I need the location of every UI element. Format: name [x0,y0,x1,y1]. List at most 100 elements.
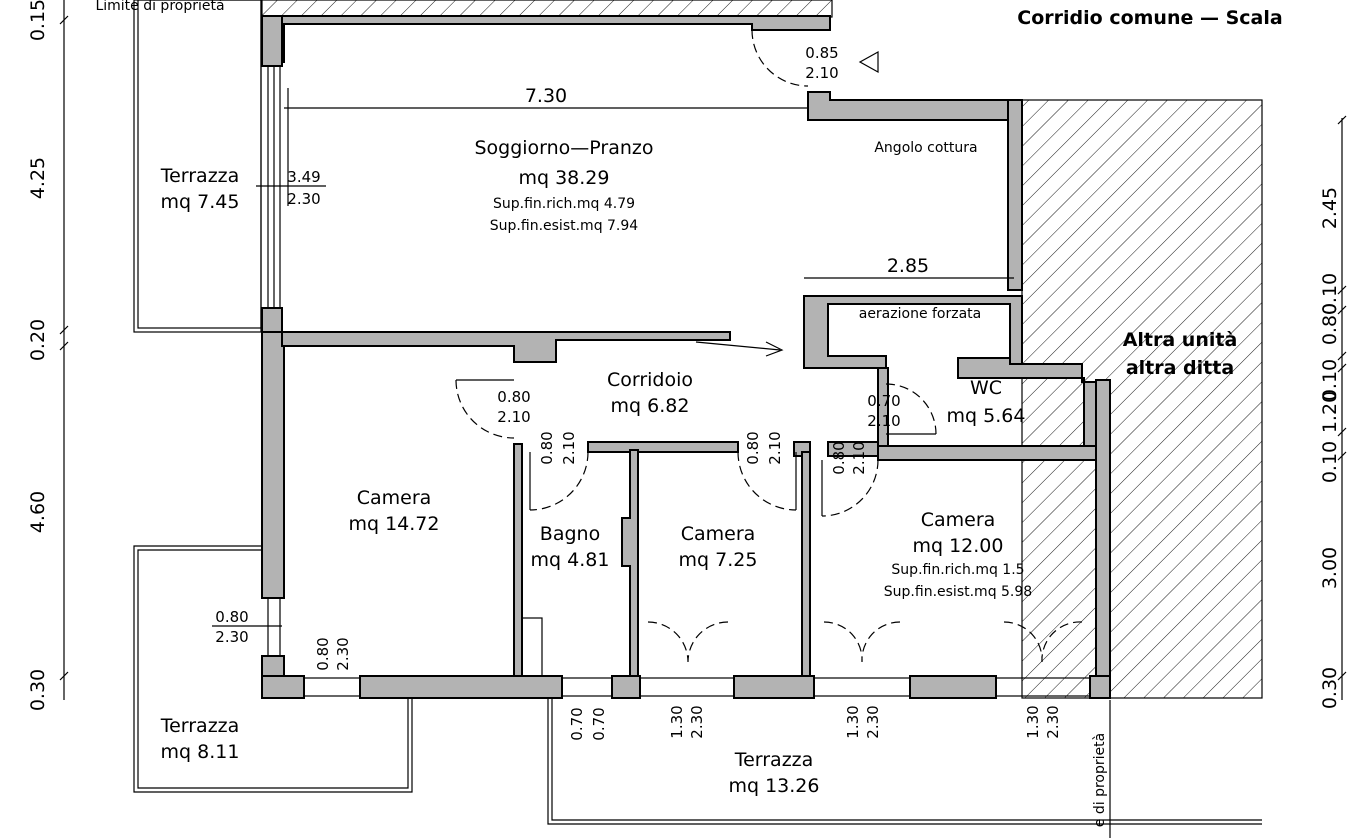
dim-camera-right-window2-h: 2.30 [1044,705,1062,738]
left-ruler-label-0: 0.15 [27,0,49,41]
wall-mid-horizontal [281,331,731,363]
soggiorno-sup-esist: Sup.fin.esist.mq 7.94 [490,218,639,234]
terrace-bl-inner [137,549,409,789]
camera-left-name: Camera [357,487,432,509]
wall-wc-bottom [877,445,1097,461]
dim-living-length: 7.30 [525,85,567,107]
bagno-area: mq 4.81 [531,549,610,571]
dim-bagno-window-w: 0.70 [568,707,586,740]
aerazione-forzata: aerazione forzata [859,306,982,322]
dim-camera-mid-door-h: 2.10 [766,431,784,464]
wall-kitchen-right [1007,99,1023,291]
right-ruler-label-3: 0.10 [1319,359,1341,401]
right-ruler-tick-2 [1337,305,1347,315]
door-swing-camera-right [821,459,879,517]
window-camera-left-bottom [303,677,361,697]
terrazza-top-name: Terrazza [160,165,240,187]
dim-camera-mid-door-w: 0.80 [744,431,762,464]
french-door-right-b [1003,621,1083,663]
terrazza-bl-area: mq 8.11 [161,741,240,763]
terrace-bl-outline [133,545,413,793]
right-ruler-tick-7 [1337,671,1347,681]
right-ruler-tick-4 [1337,363,1347,373]
french-door-mid [647,621,729,663]
dim-camera-left-window-w: 0.80 [215,608,248,626]
bagno-shower [521,617,543,677]
dim-camera-right-door-w: 0.80 [830,441,848,474]
door-swing-entry [751,29,809,87]
left-ruler-tick-3 [59,671,69,681]
wall-top [261,15,831,63]
terrazza-bottom-name: Terrazza [734,749,814,771]
wall-bottom-e [909,675,997,699]
wall-right [1095,379,1111,699]
dim-bagno-window-h: 0.70 [590,707,608,740]
wall-left-lower [261,331,285,599]
dim-living-window-h: 2.30 [287,190,320,208]
right-ruler-tick-5 [1337,427,1347,437]
dim-entry-door-w: 0.85 [805,44,838,62]
door-swings [455,29,1083,663]
door-swing-bagno [529,451,589,511]
right-ruler-label-1: 0.10 [1319,273,1341,315]
left-ruler-tick-0 [59,15,69,25]
wall-bottom-f [1089,675,1111,699]
terrace-bottom-outline [547,698,1262,825]
dim-camera-mid-window-w: 1.30 [668,705,686,738]
camera-mid-name: Camera [681,523,756,545]
terrace-bottom-inner [551,698,1262,821]
window-camera-right-a [813,677,911,697]
property-limit-top: Limite di proprietà [95,0,224,14]
angolo-cottura: Angolo cottura [874,140,977,156]
windows [267,65,1091,697]
neighbor-line2: altra ditta [1126,357,1234,379]
right-ruler-tick-6 [1337,451,1347,461]
dim-camera-right-window2-w: 1.30 [1024,705,1042,738]
wall-bottom-c [611,675,641,699]
dim-corridor-door-h: 2.10 [497,408,530,426]
dim-camera-left-bottom-window-h: 2.30 [334,637,352,670]
camera-left-area: mq 14.72 [348,513,439,535]
neighbor-unit-hatch [1021,99,1263,699]
dim-bagno-door-w: 0.80 [538,431,556,464]
left-ruler-label-2: 0.20 [27,319,49,361]
wall-bottom-d [733,675,815,699]
dim-kitchen-length: 2.85 [887,255,929,277]
window-camera-left [267,597,281,657]
left-ruler-label-1: 4.25 [27,157,49,199]
dim-camera-right-window-w: 1.30 [844,705,862,738]
dimension-lines [63,0,1343,700]
corridor-arrow-head [765,341,784,357]
terrazza-bl-name: Terrazza [160,715,240,737]
wall-corridor-bottom-c [827,441,879,457]
corridor-arrow [695,341,781,351]
left-ruler-tick-1 [59,325,69,335]
right-ruler-label-0: 2.45 [1319,187,1341,229]
right-ruler-tick-3 [1337,351,1347,361]
window-bagno [561,677,613,697]
entry-arrow [858,50,879,74]
labels: Corridio comune — Scala Limite di propri… [95,0,1282,827]
left-ruler-label-4: 0.30 [27,669,49,711]
dim-bagno-door-h: 2.10 [560,431,578,464]
wall-camera-mid-right [801,451,811,699]
window-camera-mid [639,677,735,697]
dim-corridor-door-w: 0.80 [497,388,530,406]
right-ruler-label-4: 1.20 [1319,391,1341,433]
corridoio-name: Corridoio [607,369,693,391]
dim-camera-left-window-h: 2.30 [215,628,248,646]
terrazza-bottom-area: mq 13.26 [728,775,819,797]
wc-area: mq 5.64 [947,405,1026,427]
dim-camera-mid-window-h: 2.30 [688,705,706,738]
neighbor-line1: Altra unità [1123,329,1238,351]
wall-bottom-a [261,675,305,699]
wall-bottom-b [359,675,563,699]
right-ruler-tick-0 [1337,115,1347,125]
camera-mid-area: mq 7.25 [679,549,758,571]
camera-right-area: mq 12.00 [912,535,1003,557]
terrazza-top-area: mq 7.45 [161,191,240,213]
window-camera-right-b [995,677,1091,697]
wall-left-upper-a [261,15,283,67]
dim-entry-door-h: 2.10 [805,64,838,82]
